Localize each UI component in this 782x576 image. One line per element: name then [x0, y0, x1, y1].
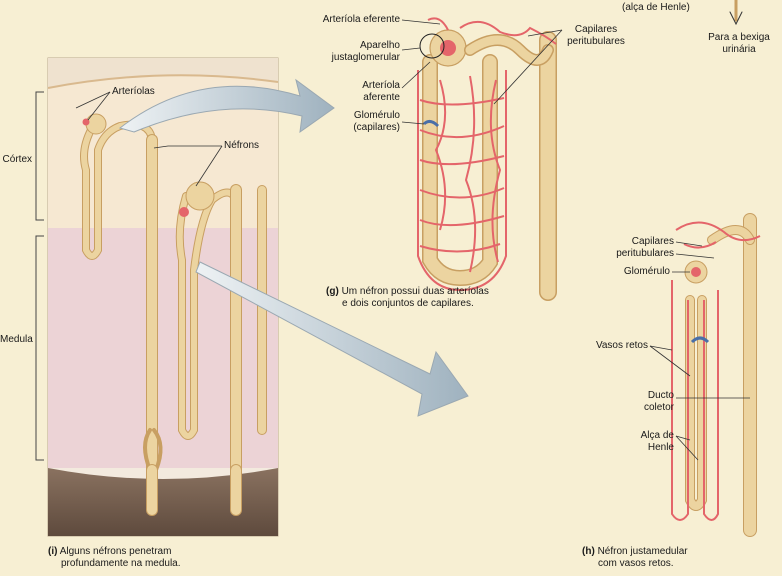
peritubular-capillaries-h-label-line2: peritubulares — [616, 248, 674, 259]
caption-i-letter: (i) — [48, 546, 58, 557]
collecting-duct-label-line1: Ducto — [647, 390, 674, 401]
peritubular-capillaries-g-label-line1: Capilares — [574, 24, 618, 35]
nephron-g — [422, 29, 557, 301]
peritubular-capillaries-g — [417, 17, 557, 292]
caption-g: (g) Um néfron possui duas arteríolas e d… — [326, 286, 556, 310]
duct-right-top — [729, 0, 743, 26]
caption-g-line1: Um néfron possui duas arteríolas — [341, 286, 489, 297]
peritubular-capillaries-g-label: Capilares peritubulares — [556, 24, 636, 48]
peritubular-capillaries-g-label-line2: peritubulares — [567, 36, 625, 47]
juxtaglomerular-apparatus-label-line1: Aparelho — [359, 40, 400, 51]
nephron-long — [175, 181, 267, 516]
caption-h: (h) Néfron justamedular com vasos retos. — [582, 546, 782, 570]
zoom-arrow-to-h — [195, 261, 469, 417]
cortex-bracket — [35, 91, 44, 221]
leader-lines-i — [75, 91, 223, 187]
caption-i-line2: profundamente na medula. — [61, 558, 181, 569]
caption-i-line1: Alguns néfrons penetram — [59, 546, 172, 557]
afferent-arteriole-label: Arteríola aferente — [298, 80, 400, 104]
peritubular-capillaries-h-label: Capilares peritubulares — [580, 236, 674, 260]
caption-h-letter: (h) — [582, 546, 595, 557]
loop-of-henle-label-line1: Alça de — [640, 430, 674, 441]
leader-lines-g — [401, 19, 563, 125]
leader-lines-h — [649, 241, 750, 461]
arterioles-label: Arteríolas — [112, 86, 155, 97]
vasa-recta-label: Vasos retos — [595, 340, 648, 351]
loop-of-henle-label: Alça de Henle — [590, 430, 674, 454]
medulla-bracket — [35, 235, 44, 461]
glomerulus-h-label: Glomérulo — [623, 266, 670, 277]
caption-g-line2: e dois conjuntos de capilares. — [342, 298, 474, 309]
bladder-label: Para a bexiga urinária — [700, 32, 778, 56]
zoom-arrow-to-g — [118, 78, 335, 134]
glomerulus-g-label: Glomérulo (capilares) — [298, 110, 400, 134]
veins-g — [422, 119, 440, 128]
collecting-duct-left — [143, 134, 163, 516]
cortex-label: Córtex — [2, 154, 32, 165]
henle-loop-top-label: (alça de Henle) — [622, 2, 690, 13]
veins-h — [690, 336, 710, 344]
nephron-h — [684, 213, 757, 537]
peritubular-capillaries-h-label-line1: Capilares — [631, 236, 674, 247]
collecting-duct-label-line2: coletor — [643, 402, 674, 413]
caption-i: (i) Alguns néfrons penetram profundament… — [48, 546, 278, 570]
bladder-label-line1: Para a bexiga — [708, 32, 770, 43]
afferent-arteriole-label-line2: aferente — [363, 92, 400, 103]
vasa-recta-h — [671, 221, 761, 521]
juxtaglomerular-apparatus-label-line2: justaglomerular — [331, 52, 400, 63]
caption-h-line1: Néfron justamedular — [597, 546, 688, 557]
glomerulus-g-label-line1: Glomérulo — [353, 110, 400, 121]
collecting-duct-label: Ducto coletor — [590, 390, 674, 414]
caption-h-line2: com vasos retos. — [598, 558, 674, 569]
loop-of-henle-label-line2: Henle — [647, 442, 674, 453]
caption-g-letter: (g) — [326, 286, 339, 297]
glomerulus-g-label-line2: (capilares) — [353, 122, 400, 133]
bladder-label-line2: urinária — [722, 44, 756, 55]
medulla-label: Medula — [0, 334, 33, 345]
nephrons-label: Néfrons — [224, 140, 260, 151]
afferent-arteriole-label-line1: Arteríola — [362, 80, 400, 91]
juxtaglomerular-circle — [419, 33, 445, 59]
efferent-arteriole-label: Arteríola eferente — [322, 14, 400, 25]
juxtaglomerular-apparatus-label: Aparelho justaglomerular — [298, 40, 400, 64]
